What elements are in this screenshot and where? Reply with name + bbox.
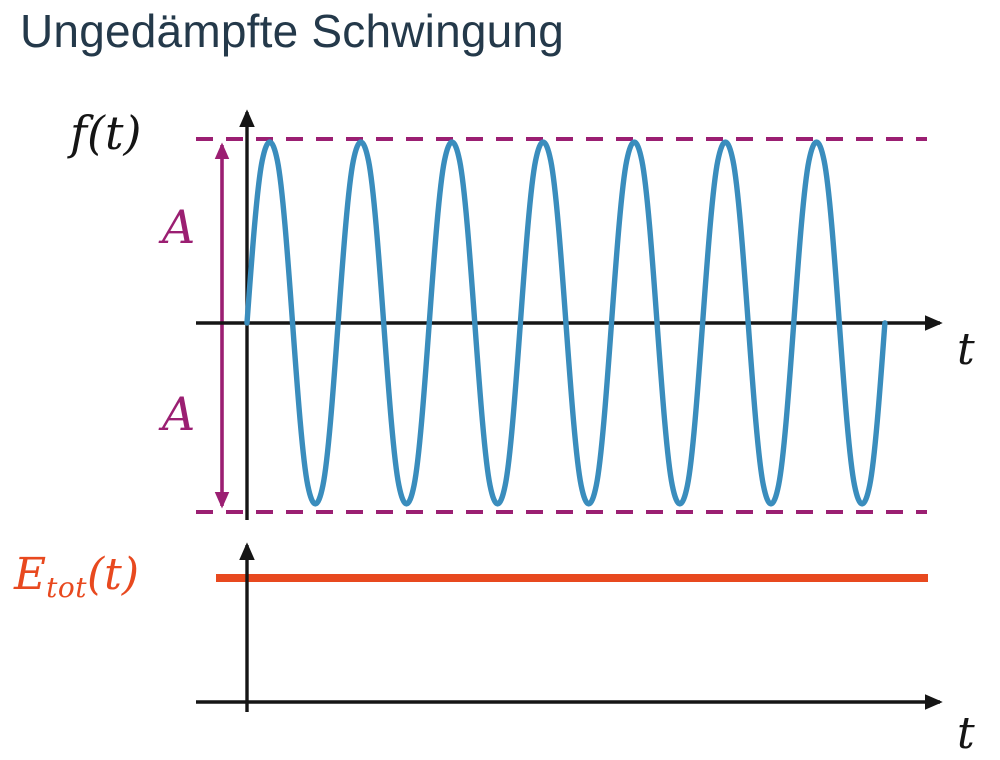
time-axis-label-bottom: t [957, 708, 975, 759]
time-axis-label-top: t [957, 324, 975, 375]
energy-subscript: tot [46, 570, 87, 604]
amplitude-label-lower: A [162, 387, 196, 441]
energy-argument: (t) [87, 549, 140, 600]
page-title: Ungedämpfte Schwingung [20, 5, 564, 57]
undamped-sine-wave [244, 139, 888, 507]
f-of-t-axis-label: f(t) [70, 106, 142, 160]
amplitude-label-upper: A [162, 200, 196, 254]
total-energy-axis-label: Etot(t) [14, 553, 139, 602]
energy-symbol: E [14, 549, 47, 600]
